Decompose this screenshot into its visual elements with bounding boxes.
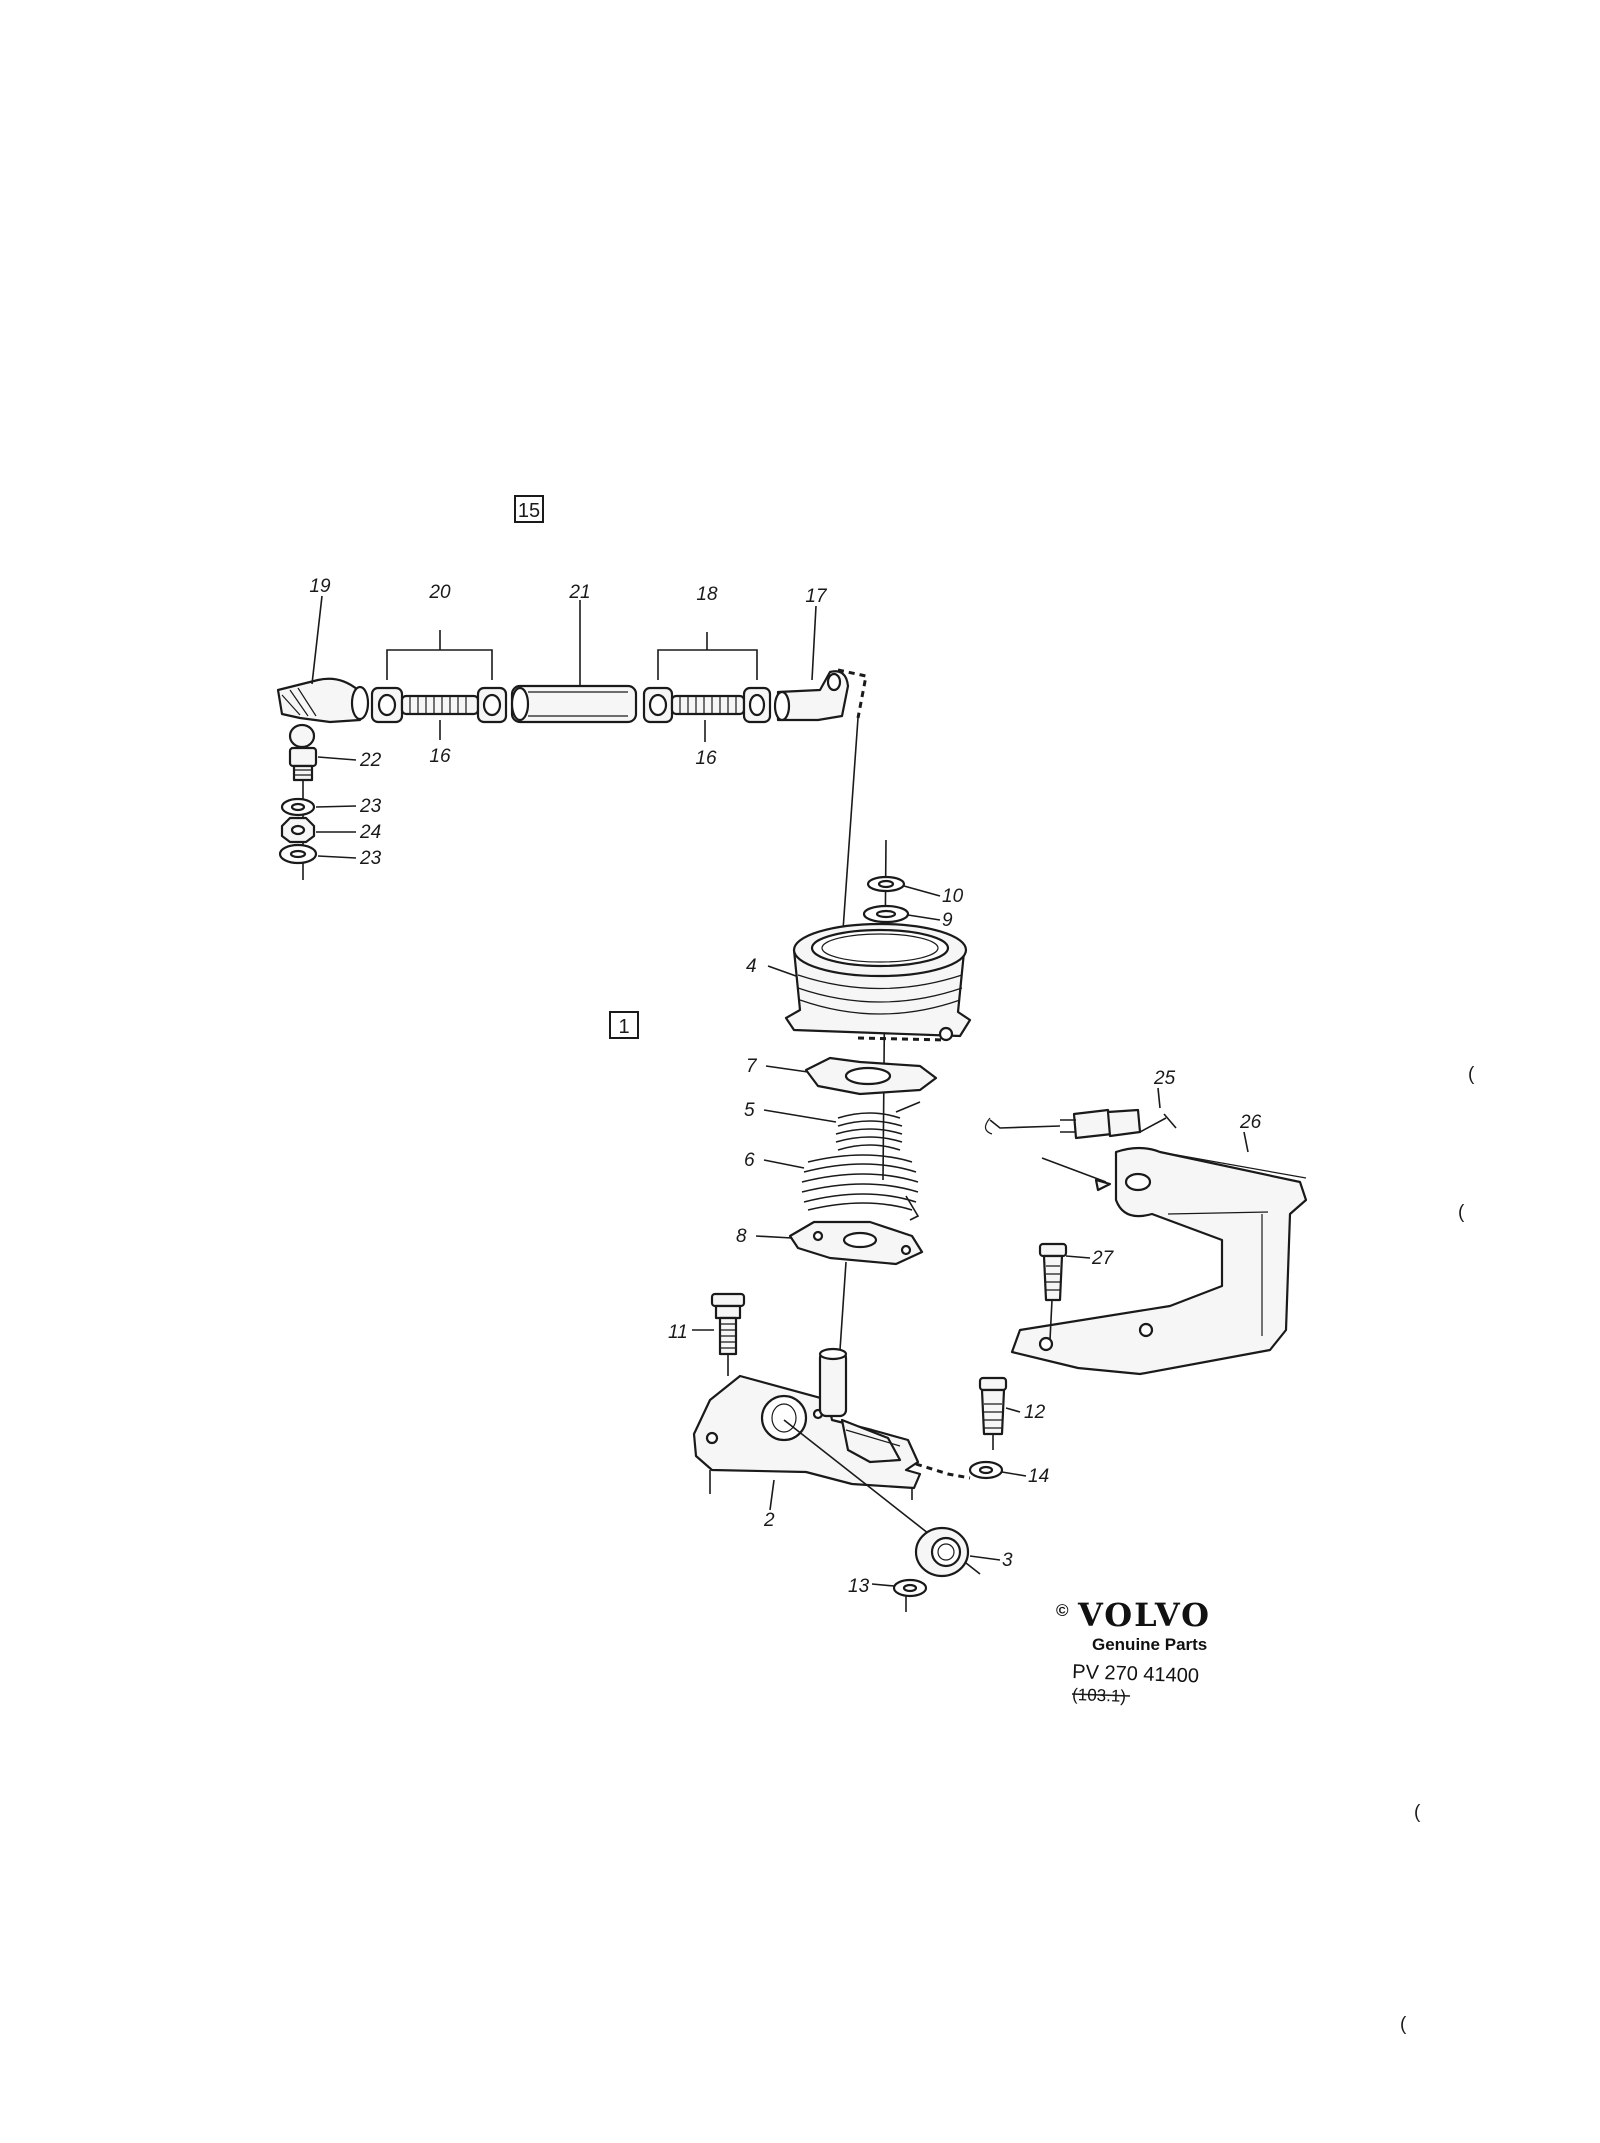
margin-mark-2: ( — [1458, 1202, 1465, 1223]
callout-17: 17 — [805, 586, 828, 607]
callout-9: 9 — [942, 910, 953, 931]
throttle-cable-25 — [984, 1087, 1177, 1192]
group-ref-upper: 15 — [514, 495, 544, 523]
callout-26: 26 — [1239, 1112, 1262, 1133]
callout-19: 19 — [309, 576, 331, 597]
callout-11: 11 — [668, 1322, 688, 1343]
callout-6: 6 — [744, 1150, 755, 1171]
large-spring-6 — [763, 1154, 920, 1221]
volvo-branding: © VOLVO Genuine Parts PV 270 41400 (103.… — [1056, 1596, 1211, 1706]
ball-stud-stack — [278, 723, 357, 880]
plate-7 — [765, 1056, 938, 1096]
washer-14 — [915, 1460, 1027, 1480]
volvo-logo: VOLVO — [1077, 1596, 1211, 1634]
callout-18: 18 — [696, 584, 718, 605]
rod-end-17 — [773, 670, 850, 722]
nut-20-left — [370, 686, 404, 724]
nut-18-left — [642, 686, 674, 724]
bolt-11 — [692, 1292, 746, 1376]
plate-8 — [755, 1220, 924, 1351]
callout-23-top: 23 — [359, 796, 382, 817]
copyright-symbol: © — [1056, 1601, 1069, 1620]
bushing-3 — [914, 1526, 1001, 1578]
callout-23-bottom: 23 — [359, 848, 382, 869]
svg-text:15: 15 — [518, 500, 540, 522]
callout-21: 21 — [568, 582, 590, 603]
callout-16-right: 16 — [695, 748, 717, 769]
group-ref-lower: 1 — [609, 1011, 639, 1039]
callout-20: 20 — [428, 582, 451, 603]
screw-12 — [978, 1376, 1021, 1450]
callout-4: 4 — [746, 956, 757, 977]
callout-27: 27 — [1091, 1248, 1115, 1269]
callouts: 19 20 21 18 17 16 16 22 23 24 23 10 9 4 … — [309, 576, 1261, 1597]
margin-mark-4: ( — [1400, 2014, 1407, 2035]
callout-22: 22 — [359, 750, 382, 771]
screw-27 — [1038, 1242, 1091, 1341]
cable-bracket-26 — [1010, 1131, 1308, 1376]
callout-5: 5 — [744, 1100, 755, 1121]
callout-8: 8 — [736, 1226, 747, 1247]
callout-10: 10 — [942, 886, 964, 907]
lever-bracket-2 — [692, 1347, 981, 1575]
callout-16-left: 16 — [429, 746, 451, 767]
callout-3: 3 — [1002, 1550, 1013, 1571]
catalog-code: PV 270 41400 — [1072, 1661, 1199, 1687]
callout-13: 13 — [848, 1576, 870, 1597]
margin-mark-1: ( — [1468, 1064, 1475, 1085]
margin-marks: ( ( ( ( — [1400, 1064, 1475, 2035]
callout-25: 25 — [1153, 1068, 1176, 1089]
callout-2: 2 — [763, 1510, 775, 1531]
nut-20-right — [476, 686, 508, 724]
spring-housing-drum-4 — [767, 922, 972, 1042]
callout-12: 12 — [1024, 1402, 1046, 1423]
callout-24: 24 — [359, 822, 381, 843]
washer-13 — [871, 1578, 928, 1612]
nut-18-right — [742, 686, 772, 724]
svg-text:1: 1 — [618, 1016, 629, 1038]
threaded-stud-16-right — [670, 694, 746, 716]
threaded-stud-16-left — [400, 694, 480, 716]
callout-7: 7 — [746, 1056, 758, 1077]
genuine-parts-label: Genuine Parts — [1092, 1635, 1207, 1654]
callout-14: 14 — [1028, 1466, 1049, 1487]
linkage-rod-assembly — [276, 595, 868, 931]
connecting-tube-21 — [510, 684, 638, 724]
small-spring-5 — [763, 1101, 921, 1151]
margin-mark-3: ( — [1414, 1802, 1421, 1823]
